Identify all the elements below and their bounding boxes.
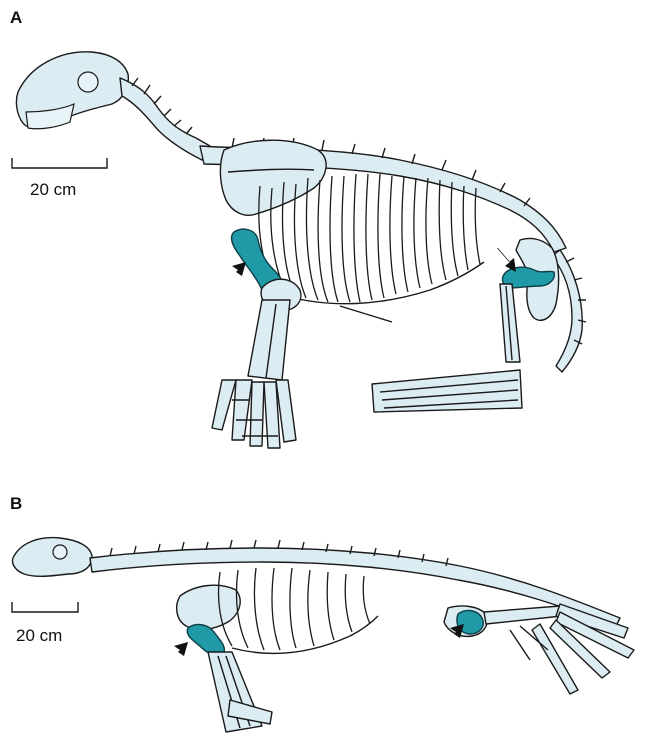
panel-a-scale-bar <box>12 158 107 168</box>
panel-a-eye-orbit <box>78 72 98 92</box>
arrow-icon <box>497 248 516 272</box>
panel-b-scapula <box>177 585 241 629</box>
panel-b-humerus-highlight <box>187 625 224 655</box>
panel-b-ribcage <box>219 568 379 653</box>
arrow-icon <box>216 262 246 292</box>
panel-b-eye-orbit <box>53 545 67 559</box>
panel-b-skeleton <box>12 538 634 732</box>
panel-a-neck <box>120 78 210 160</box>
panel-a-forearm <box>248 300 290 380</box>
panel-a-scapula <box>220 140 326 215</box>
arrow-icon <box>158 642 188 672</box>
panel-a-skeleton <box>12 52 586 448</box>
panel-b-scale-bar <box>12 602 78 612</box>
panel-a-fore-flipper <box>212 380 296 448</box>
panel-a-tibia <box>500 284 520 362</box>
panel-b-skull <box>12 538 92 577</box>
